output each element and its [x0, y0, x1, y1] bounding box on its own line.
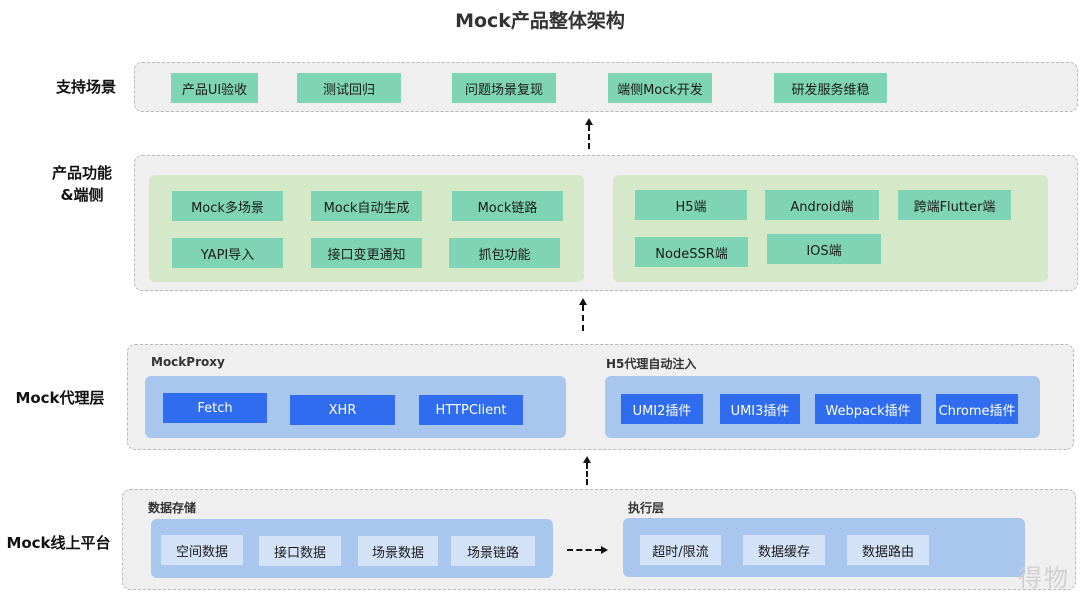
arrow-up-icon	[585, 118, 593, 125]
dashed-connector	[586, 463, 588, 485]
scenarios-label: 支持场景	[55, 78, 116, 96]
mockproxy-title: MockProxy	[151, 355, 225, 369]
scenarios-layer	[134, 62, 1078, 112]
arrow-up-icon	[583, 456, 591, 463]
dashed-connector	[588, 125, 590, 149]
plugin-item: UMI2插件	[621, 394, 703, 424]
arrow-right-icon	[601, 546, 608, 554]
dashed-connector	[567, 549, 601, 551]
function-item: 抓包功能	[449, 238, 560, 268]
plugin-item: Chrome插件	[936, 394, 1018, 424]
proxy-item: XHR	[290, 395, 395, 425]
exec-item: 数据路由	[847, 535, 929, 565]
function-item: Mock链路	[452, 191, 563, 221]
storage-item: 接口数据	[259, 536, 341, 566]
plugin-item: UMI3插件	[720, 394, 800, 424]
plugin-item: Webpack插件	[815, 394, 921, 424]
proxy-item: Fetch	[163, 393, 267, 423]
scenario-item: 产品UI验收	[171, 73, 258, 103]
proxy-label: Mock代理层	[15, 389, 105, 407]
scenario-item: 问题场景复现	[452, 73, 556, 103]
function-item: Mock自动生成	[311, 191, 422, 221]
exec-item: 超时/限流	[640, 535, 721, 565]
exec-title: 执行层	[628, 501, 665, 515]
exec-item: 数据缓存	[743, 535, 825, 565]
storage-item: 场景链路	[451, 536, 535, 566]
endpoint-item: IOS端	[767, 234, 881, 264]
features-label-line1: 产品功能	[51, 164, 112, 182]
endpoint-item: H5端	[635, 190, 747, 220]
h5-inject-title: H5代理自动注入	[606, 357, 697, 371]
diagram-title: Mock产品整体架构	[455, 10, 625, 32]
endpoint-item: NodeSSR端	[635, 237, 748, 267]
scenario-item: 测试回归	[297, 73, 401, 103]
storage-title: 数据存储	[148, 501, 197, 515]
function-item: YAPI导入	[172, 238, 283, 268]
proxy-item: HTTPClient	[419, 395, 523, 425]
features-label-line2: &端侧	[60, 186, 104, 204]
arrow-up-icon	[579, 298, 587, 305]
scenario-item: 端侧Mock开发	[608, 73, 712, 103]
watermark-logo: 得物	[1018, 564, 1070, 592]
features-label: 产品功能 &端侧	[40, 162, 124, 206]
storage-item: 场景数据	[358, 536, 438, 566]
storage-item: 空间数据	[161, 535, 243, 565]
platform-label: Mock线上平台	[6, 534, 111, 552]
function-item: 接口变更通知	[311, 238, 422, 268]
endpoint-item: Android端	[765, 190, 879, 220]
endpoint-item: 跨端Flutter端	[898, 190, 1011, 220]
scenario-item: 研发服务维稳	[774, 73, 887, 103]
function-item: Mock多场景	[172, 191, 283, 221]
dashed-connector	[582, 305, 584, 331]
